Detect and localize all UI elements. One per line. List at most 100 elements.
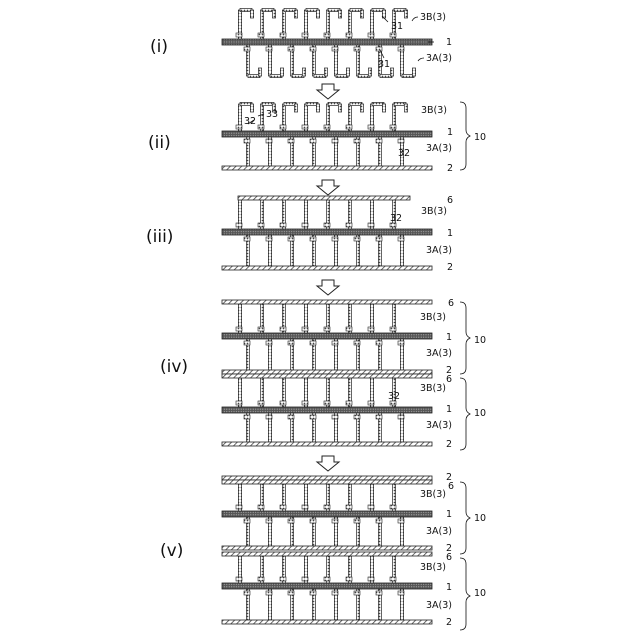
fin-foot xyxy=(244,47,250,51)
fin-foot xyxy=(302,505,308,509)
ref-3b: 3B(3) xyxy=(421,105,447,116)
ref-1-a: 1 xyxy=(446,332,452,343)
fin-foot xyxy=(368,401,374,405)
ref-32: 32 xyxy=(244,116,256,127)
fin-hook-tip xyxy=(294,104,297,112)
fin-hook-tip xyxy=(368,68,371,76)
fin-hook-tip xyxy=(404,10,407,18)
fin-foot xyxy=(376,415,382,419)
ref-6-a: 6 xyxy=(448,298,454,309)
core-sheet-1 xyxy=(222,333,432,339)
fin-foot xyxy=(324,401,330,405)
fin-hook-tip xyxy=(250,10,253,18)
ref-3b-a: 3B(3) xyxy=(420,312,446,323)
fin-foot xyxy=(258,327,264,331)
ref-3b-b: 3B(3) xyxy=(420,383,446,394)
fin-foot xyxy=(354,237,360,241)
ref-3a-b: 3A(3) xyxy=(426,420,452,431)
fin-foot xyxy=(332,591,338,595)
ref-10-b: 10 xyxy=(474,588,486,599)
ref-2: 2 xyxy=(447,163,453,174)
stage-ii-drawing xyxy=(222,102,432,170)
fin-foot xyxy=(346,125,352,129)
ref-3a-a: 3A(3) xyxy=(426,526,452,537)
fin-foot xyxy=(390,33,396,37)
flat-sheet xyxy=(222,266,432,270)
fin-foot xyxy=(310,139,316,143)
fin-hook-tip xyxy=(338,104,341,112)
fin-foot xyxy=(332,237,338,241)
fin-foot xyxy=(390,125,396,129)
fin-hook-tip xyxy=(360,10,363,18)
stage-label-ii: (ii) xyxy=(148,133,171,153)
ref-33: 33 xyxy=(266,109,278,120)
fin-foot xyxy=(354,591,360,595)
fin-foot xyxy=(236,223,242,227)
fin-foot xyxy=(324,505,330,509)
fin-foot xyxy=(288,341,294,345)
stage-v-drawing xyxy=(222,476,432,624)
fin-foot xyxy=(236,577,242,581)
fin-foot xyxy=(288,139,294,143)
flat-sheet xyxy=(222,552,432,556)
fin-hook-tip xyxy=(272,10,275,18)
fin-foot xyxy=(280,125,286,129)
stage-label-iii: (iii) xyxy=(146,227,173,247)
fin-foot xyxy=(354,341,360,345)
process-arrow-1 xyxy=(317,84,339,99)
stage-i-drawing xyxy=(222,8,432,77)
core-sheet-1 xyxy=(222,583,432,589)
fin-foot xyxy=(266,341,272,345)
ref-3b-a: 3B(3) xyxy=(420,489,446,500)
fin-foot xyxy=(390,577,396,581)
process-arrow-3 xyxy=(317,280,339,295)
fin-hook-tip xyxy=(412,68,415,76)
ref-3b-b: 3B(3) xyxy=(420,562,446,573)
ref-6: 6 xyxy=(447,195,453,206)
ref-10-a: 10 xyxy=(474,513,486,524)
ref-32: 32 xyxy=(390,213,402,224)
fin-foot xyxy=(354,519,360,523)
fin-foot xyxy=(310,341,316,345)
fin-foot xyxy=(310,47,316,51)
ref-1-b: 1 xyxy=(446,582,452,593)
ref-1: 1 xyxy=(447,127,453,138)
fin-foot xyxy=(236,125,242,129)
stage-ii-refs: 32 33 3B(3) 1 32 3A(3) 2 10 xyxy=(244,102,486,174)
ref-6-b: 6 xyxy=(446,374,452,385)
flat-sheet xyxy=(222,620,432,624)
fin-foot xyxy=(354,139,360,143)
fin-foot xyxy=(288,47,294,51)
fin-foot xyxy=(346,401,352,405)
fin-foot xyxy=(346,505,352,509)
ref-3a-b: 3A(3) xyxy=(426,600,452,611)
ref-3a-a: 3A(3) xyxy=(426,348,452,359)
core-sheet-1 xyxy=(222,229,432,235)
flat-sheet xyxy=(222,370,432,374)
fin-foot xyxy=(398,237,404,241)
fin-foot xyxy=(258,505,264,509)
fin-foot xyxy=(266,591,272,595)
fin-hook-tip xyxy=(390,68,393,76)
fin-foot xyxy=(280,33,286,37)
fin-foot xyxy=(376,139,382,143)
fin-hook-tip xyxy=(280,68,283,76)
fin-foot xyxy=(288,591,294,595)
process-arrow-2 xyxy=(317,180,339,195)
fin-foot xyxy=(398,415,404,419)
fin-hook-tip xyxy=(346,68,349,76)
stage-iii-drawing xyxy=(222,196,432,270)
fin-foot xyxy=(310,237,316,241)
process-arrow-4 xyxy=(317,456,339,471)
fin-foot xyxy=(324,577,330,581)
fin-foot xyxy=(368,33,374,37)
fin-foot xyxy=(368,223,374,227)
core-sheet-1 xyxy=(222,407,432,413)
fin-foot xyxy=(376,591,382,595)
fin-foot xyxy=(332,519,338,523)
fin-foot xyxy=(280,401,286,405)
ref-1-a: 1 xyxy=(446,509,452,520)
fin-foot xyxy=(332,415,338,419)
fin-foot xyxy=(288,237,294,241)
fin-hook-tip xyxy=(316,104,319,112)
